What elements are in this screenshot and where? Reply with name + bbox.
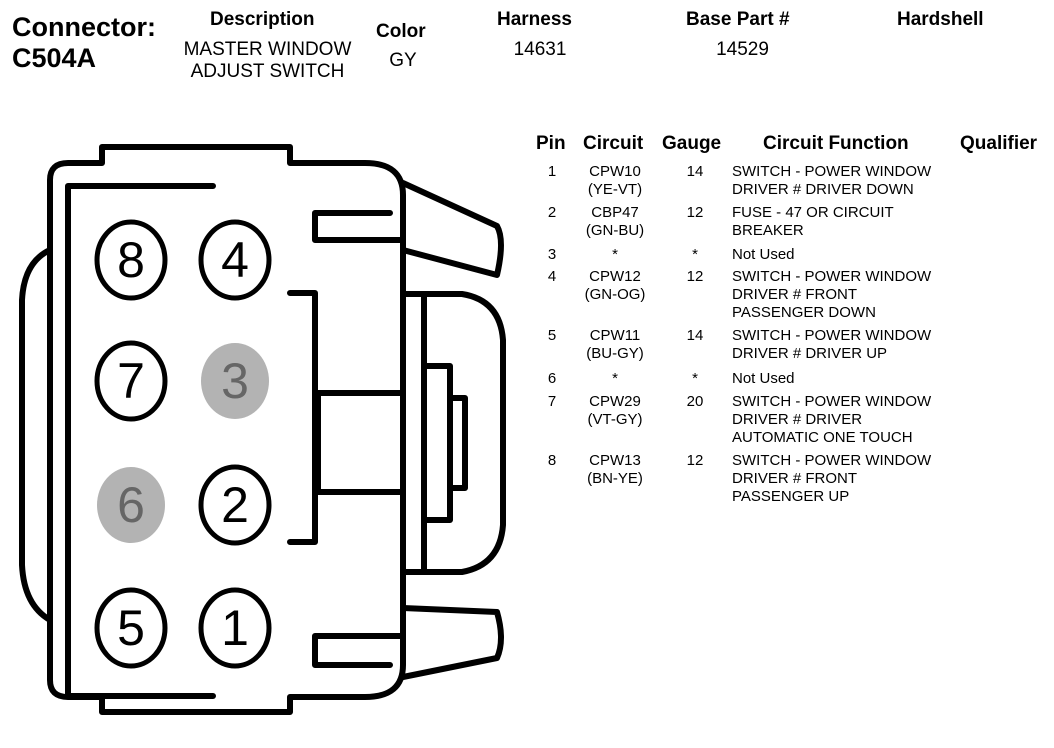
wire-gauge: 14 <box>686 327 704 344</box>
qualifier-column-header: Qualifier <box>960 133 1038 154</box>
gauge-column-header: Gauge <box>662 133 722 154</box>
description-line-2: ADJUST SWITCH <box>190 61 345 82</box>
pin-cavity-8: 8 <box>94 219 168 301</box>
color-header: Color <box>376 21 426 42</box>
pin-number-label: 3 <box>221 353 249 409</box>
base-part-value: 14529 <box>716 39 769 60</box>
upper-inner-line <box>287 290 318 545</box>
pin-number: 2 <box>547 204 557 221</box>
circuit-code: CPW12 (GN-OG) <box>584 268 646 303</box>
pin-grid: 8 4 7 3 6 2 5 1 <box>94 219 272 669</box>
circuit-function: SWITCH - POWER WINDOW DRIVER # FRONT PAS… <box>732 452 932 505</box>
base-part-header: Base Part # <box>686 9 790 30</box>
wire-gauge: 12 <box>686 452 704 469</box>
circuit-function: SWITCH - POWER WINDOW DRIVER # DRIVER UP <box>732 327 932 362</box>
pin-number: 1 <box>547 163 557 180</box>
circuit-function: FUSE - 47 OR CIRCUIT BREAKER <box>732 204 894 239</box>
pin-cavity-outline <box>94 340 168 422</box>
pin-cavity-6: 6 <box>97 467 165 543</box>
pin-cavity-outline <box>94 587 168 669</box>
connector-label-prefix: Connector: <box>12 12 156 42</box>
harness-value: 14631 <box>513 39 567 60</box>
color-value: GY <box>389 50 417 71</box>
hardshell-header: Hardshell <box>897 9 984 30</box>
connector-id: C504A <box>12 43 97 73</box>
circuit-code: CPW29 (VT-GY) <box>587 393 643 428</box>
description-line-1: MASTER WINDOW <box>183 39 352 60</box>
circuit-code: CBP47 (GN-BU) <box>585 204 645 239</box>
pin-number: 3 <box>547 246 557 263</box>
pin-number: 6 <box>547 370 557 387</box>
center-tab-notch <box>447 395 468 491</box>
wire-gauge: 12 <box>686 204 704 221</box>
circuit-function: Not Used <box>732 370 795 387</box>
pin-number-label: 1 <box>221 600 249 656</box>
pin-cavity-3: 3 <box>201 343 269 419</box>
wire-gauge: * <box>692 246 698 263</box>
circuit-column-header: Circuit <box>583 133 644 154</box>
circuit-code: * <box>612 246 618 263</box>
pin-cavity-1: 1 <box>198 587 272 669</box>
pin-number-label: 4 <box>221 232 249 288</box>
pin-number-label: 8 <box>117 232 145 288</box>
pin-number: 4 <box>547 268 557 285</box>
circuit-code: CPW13 (BN-YE) <box>587 452 643 487</box>
upper-ramp <box>400 180 504 278</box>
pin-cavity-outline <box>198 587 272 669</box>
mid-inner-line <box>400 291 427 575</box>
pin-column-header: Pin <box>536 133 566 154</box>
pin-number-label: 6 <box>117 477 145 533</box>
wire-gauge: 20 <box>686 393 704 410</box>
circuit-function: SWITCH - POWER WINDOW DRIVER # FRONT PAS… <box>732 268 932 321</box>
inner-wall <box>65 183 216 699</box>
harness-header: Harness <box>497 9 572 30</box>
left-latch <box>19 247 53 623</box>
lower-slot <box>312 633 406 668</box>
center-tab <box>421 291 506 575</box>
upper-slot <box>312 210 406 243</box>
housing-outline <box>47 144 406 715</box>
wire-gauge: 14 <box>686 163 704 180</box>
description-value: MASTER WINDOW ADJUST SWITCH <box>165 39 370 83</box>
pin-number: 8 <box>547 452 557 469</box>
pin-cavity-2: 2 <box>198 464 272 546</box>
function-column-header: Circuit Function <box>763 133 909 154</box>
circuit-function: SWITCH - POWER WINDOW DRIVER # DRIVER AU… <box>732 393 932 446</box>
pin-cavity-outline <box>97 467 165 543</box>
circuit-code: CPW10 (YE-VT) <box>587 163 643 198</box>
circuit-code: CPW11 (BU-GY) <box>586 327 644 362</box>
lower-ramp <box>400 605 504 680</box>
connector-title: Connector: C504A <box>12 12 156 74</box>
center-tab-inner <box>421 363 453 523</box>
circuit-function: SWITCH - POWER WINDOW DRIVER # DRIVER DO… <box>732 163 932 198</box>
pin-number-label: 5 <box>117 600 145 656</box>
description-header: Description <box>210 9 315 30</box>
pin-number: 7 <box>547 393 557 410</box>
wire-gauge: 12 <box>686 268 704 285</box>
pin-cavity-outline <box>198 464 272 546</box>
pin-cavity-7: 7 <box>94 340 168 422</box>
pin-cavity-5: 5 <box>94 587 168 669</box>
pin-number-label: 7 <box>117 353 145 409</box>
pin-cavity-outline <box>94 219 168 301</box>
circuit-function: Not Used <box>732 246 795 263</box>
pin-cavity-outline <box>201 343 269 419</box>
circuit-code: * <box>612 370 618 387</box>
wire-gauge: * <box>692 370 698 387</box>
pin-cavity-4: 4 <box>198 219 272 301</box>
pin-number: 5 <box>547 327 557 344</box>
pin-cavity-outline <box>198 219 272 301</box>
pin-number-label: 2 <box>221 477 249 533</box>
key-slot <box>315 390 406 495</box>
